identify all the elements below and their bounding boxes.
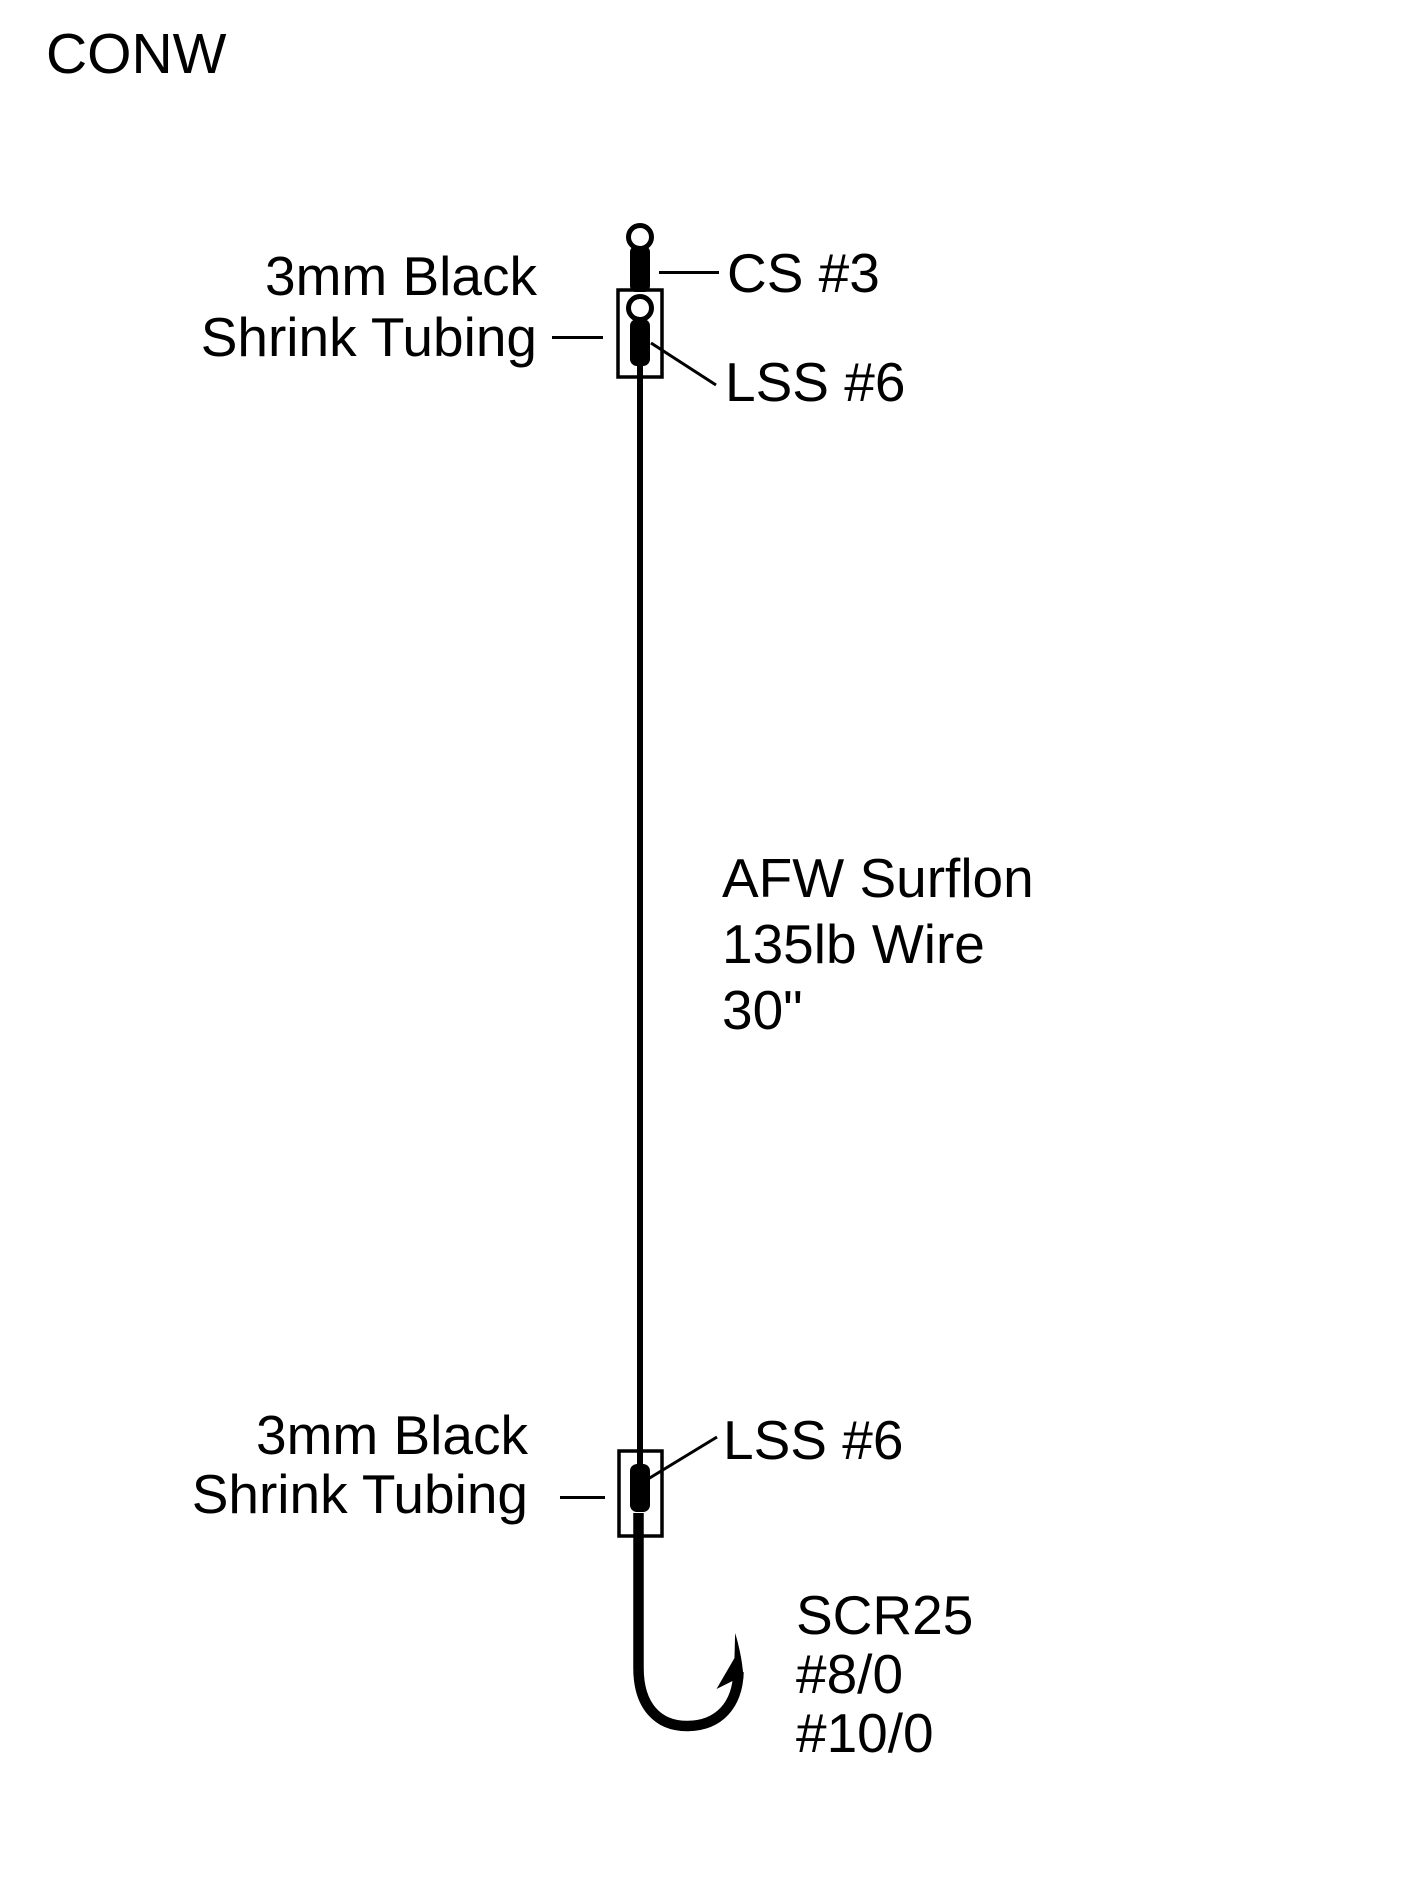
swivel-barrel-top-shape bbox=[630, 319, 650, 366]
wire-spec-label-line3: 30" bbox=[722, 979, 803, 1041]
wire-spec-label: AFW Surflon 135lb Wire 30" bbox=[722, 845, 1034, 1043]
top-shrink-tubing-label: 3mm Black Shrink Tubing bbox=[201, 246, 537, 368]
clip-label: CS #3 bbox=[727, 242, 880, 304]
snap-body-shape bbox=[630, 246, 650, 292]
bottom-shrink-tubing-label: 3mm Black Shrink Tubing bbox=[192, 1406, 528, 1524]
hook-spec-label-line3: #10/0 bbox=[796, 1702, 934, 1764]
bottom-shrink-tubing-label-line2: Shrink Tubing bbox=[191, 1463, 528, 1525]
hook-shank-bend-shape bbox=[633, 1513, 744, 1732]
hook-barb-shape bbox=[716, 1658, 737, 1689]
top-shrink-tubing-label-line2: Shrink Tubing bbox=[200, 306, 537, 368]
wire-spec-label-line1: AFW Surflon bbox=[722, 847, 1034, 909]
snap-ring-shape bbox=[626, 223, 654, 251]
leader-line-top-swivel bbox=[650, 341, 717, 387]
page-title: CONW bbox=[46, 22, 227, 86]
wire-spec-label-line2: 135lb Wire bbox=[722, 913, 985, 975]
hook-spec-label: SCR25 #8/0 #10/0 bbox=[796, 1586, 973, 1763]
swivel-barrel-bottom-shape bbox=[630, 1464, 650, 1512]
hook-spec-label-line1: SCR25 bbox=[796, 1584, 974, 1646]
bottom-shrink-tubing-label-line1: 3mm Black bbox=[256, 1404, 528, 1466]
top-shrink-tubing-label-line1: 3mm Black bbox=[265, 245, 537, 307]
top-swivel-label: LSS #6 bbox=[725, 351, 906, 413]
hook-spec-label-line2: #8/0 bbox=[796, 1643, 904, 1705]
leader-line-bottom-swivel bbox=[647, 1435, 718, 1481]
swivel-eye-shape bbox=[626, 294, 654, 322]
bottom-swivel-label: LSS #6 bbox=[723, 1409, 904, 1471]
hook-point-shape bbox=[733, 1633, 744, 1678]
